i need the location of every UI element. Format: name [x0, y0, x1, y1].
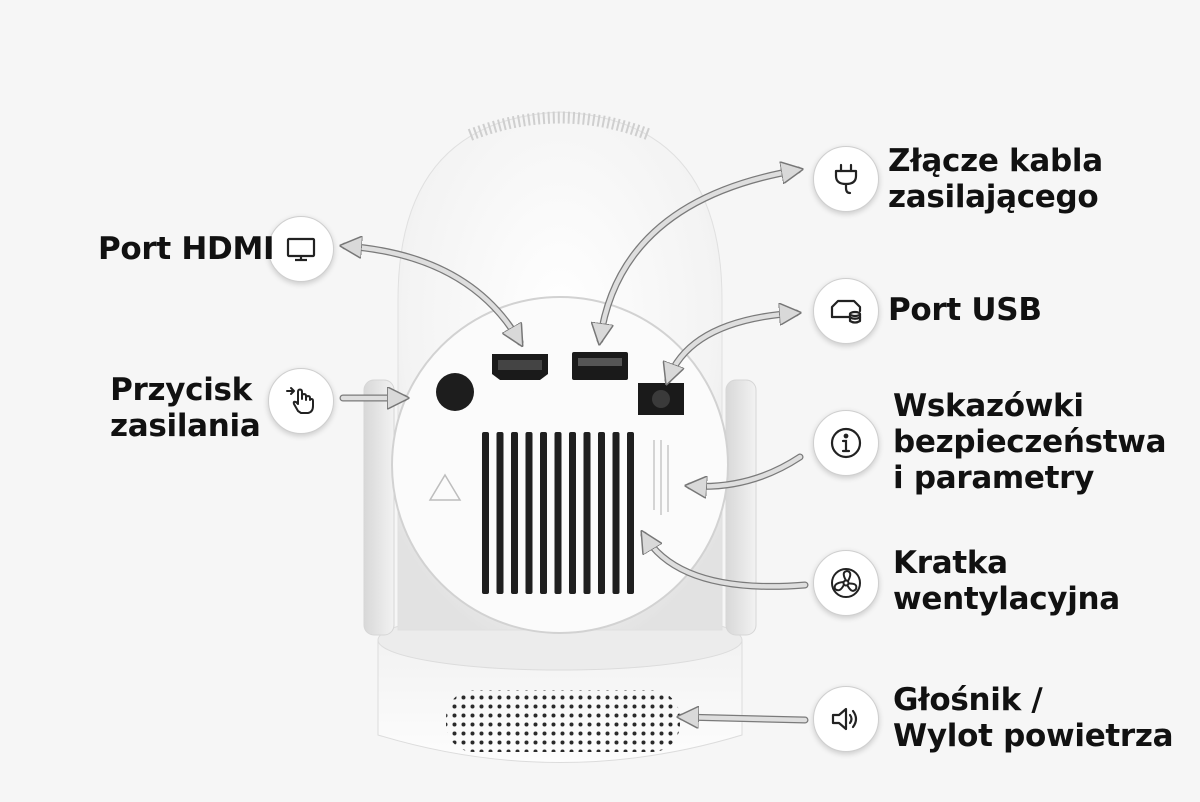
label-hdmi: Port HDMI [98, 231, 275, 267]
arrow-usb [668, 313, 796, 380]
arrow-speaker [682, 717, 808, 720]
warning-triangle [428, 473, 462, 501]
spec-text-lines [653, 440, 669, 515]
stand-arm-right [725, 379, 757, 636]
label-usb-text: Port USB [888, 292, 1042, 328]
vent-slot [511, 432, 518, 594]
speaker-icon [813, 686, 879, 752]
monitor-icon [268, 216, 334, 282]
label-vent: Kratka wentylacyjna [893, 545, 1120, 617]
label-safety-line1: Wskazówki [893, 388, 1084, 424]
vent-slot [627, 432, 634, 594]
vent-slot [554, 432, 562, 594]
vent-slot [525, 432, 533, 594]
vent-slot [612, 432, 620, 594]
label-safety-line3: i parametry [893, 460, 1095, 496]
fan-icon [813, 550, 879, 616]
usb-port-graphic [572, 352, 628, 380]
vent-slot [540, 432, 547, 594]
label-speaker: Głośnik / Wylot powietrza [893, 682, 1174, 754]
label-power-cable: Złącze kabla zasilającego [888, 143, 1103, 215]
label-speaker-line2: Wylot powietrza [893, 718, 1174, 754]
vent-slots [482, 432, 634, 594]
arrow-power-cable [600, 170, 798, 340]
hdmi-port-graphic [492, 354, 548, 380]
touch-hand-icon [268, 368, 334, 434]
vent-slot [496, 432, 504, 594]
vent-slot [583, 432, 591, 594]
arrow-hdmi [345, 246, 520, 342]
label-vent-line2: wentylacyjna [893, 581, 1120, 617]
vent-slot [569, 432, 576, 594]
label-usb: Port USB [888, 292, 1042, 328]
label-power-cable-line2: zasilającego [888, 179, 1099, 215]
label-safety: Wskazówki bezpieczeństwa i parametry [893, 388, 1167, 496]
speaker-grille [446, 690, 680, 752]
label-power-button: Przycisk zasilania [110, 372, 261, 444]
label-power-cable-line1: Złącze kabla [888, 143, 1103, 179]
label-power-button-line2: zasilania [110, 408, 261, 444]
plug-icon [813, 146, 879, 212]
label-speaker-line1: Głośnik / [893, 682, 1043, 718]
label-safety-line2: bezpieczeństwa [893, 424, 1167, 460]
top-vent [467, 111, 653, 141]
usb-drive-icon [813, 278, 879, 344]
dc-power-port-graphic [638, 383, 684, 415]
power-button-graphic [436, 373, 474, 411]
vent-slot [482, 432, 489, 594]
info-icon [813, 410, 879, 476]
arrow-vent [644, 535, 808, 589]
label-vent-line1: Kratka [893, 545, 1008, 581]
label-hdmi-text: Port HDMI [98, 231, 275, 267]
arrow-safety [690, 454, 803, 486]
vent-slot [598, 432, 605, 594]
label-power-button-line1: Przycisk [110, 372, 252, 408]
stand-arm-left [363, 379, 395, 636]
